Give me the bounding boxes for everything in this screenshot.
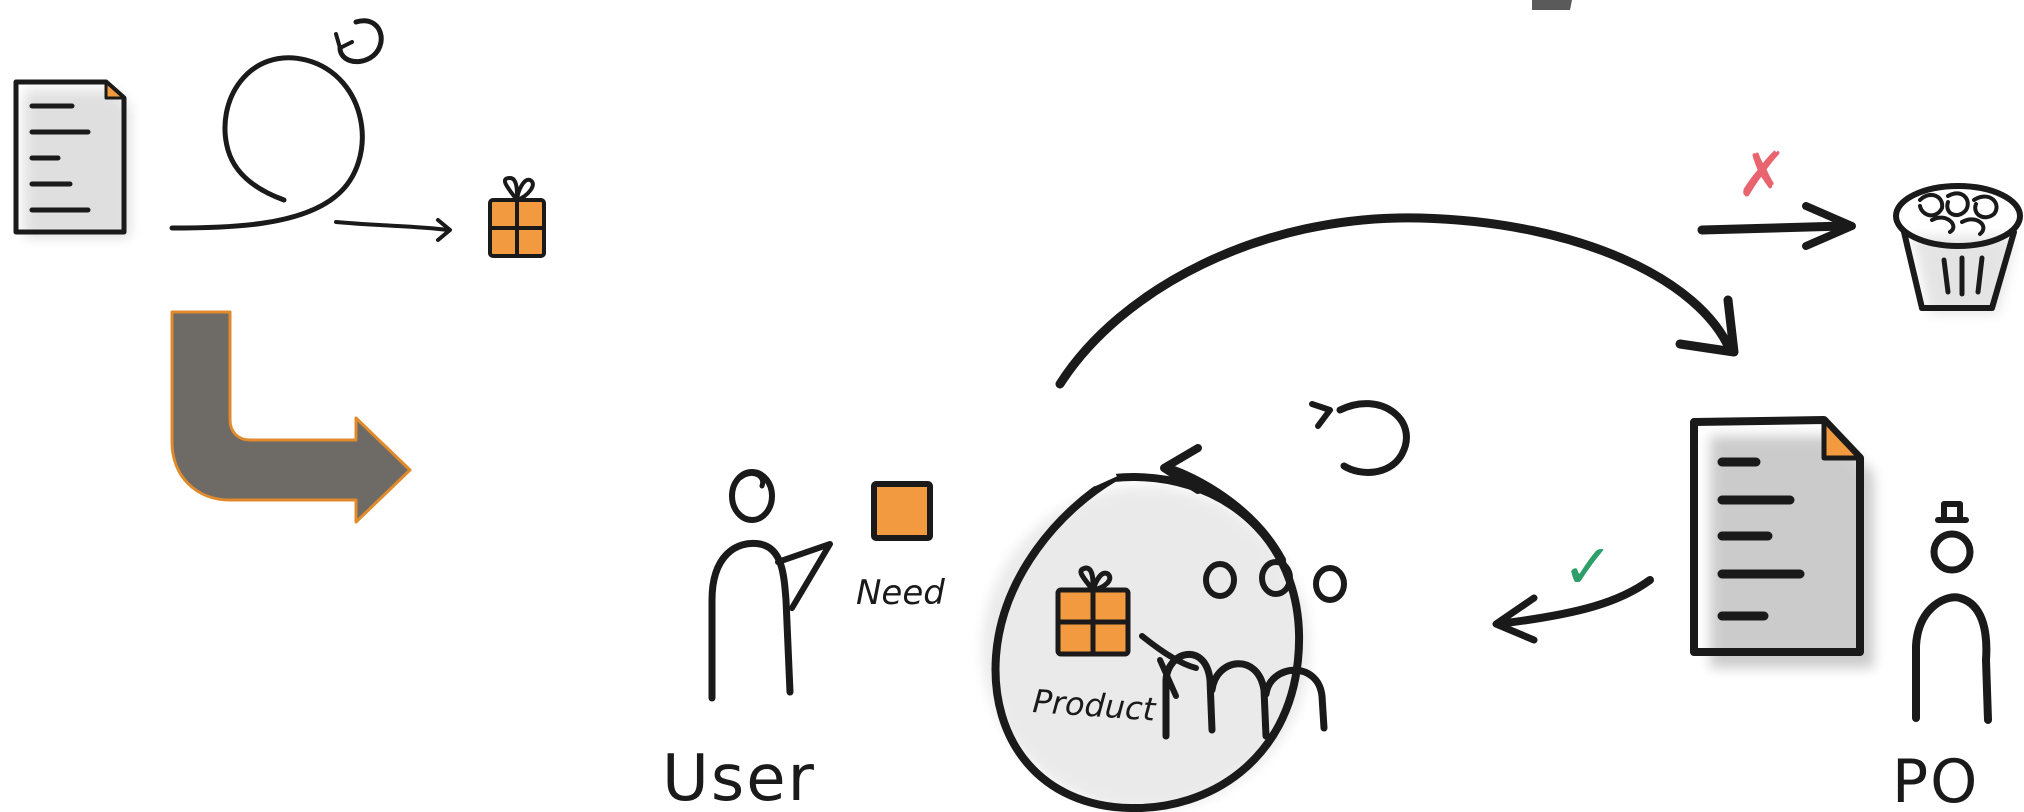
reject-mark: ✗ <box>1736 138 1788 211</box>
need-label: Need <box>856 573 945 613</box>
backlog-document-icon <box>1690 416 1874 668</box>
feedback-arc-arrow <box>1055 213 1739 389</box>
product-owner-figure-icon <box>1912 501 1992 724</box>
transition-arrow-icon <box>170 310 412 524</box>
product-gift-icon <box>1055 565 1131 657</box>
user-label: User <box>662 742 816 812</box>
document-icon <box>13 79 130 238</box>
iteration-loop-icon <box>169 18 452 242</box>
reject-arrow <box>1697 202 1856 250</box>
accept-mark: ✓ <box>1562 530 1614 603</box>
team-circle-icon <box>982 400 1410 812</box>
user-figure-icon <box>708 469 833 702</box>
need-box-icon <box>871 481 933 541</box>
gift-icon <box>488 176 546 258</box>
trash-bin-icon <box>1893 183 2023 314</box>
po-label: PO <box>1892 747 1979 812</box>
product-label: Product <box>1031 682 1158 729</box>
accept-arrow <box>1492 576 1654 644</box>
cropped-title-glyph <box>1532 0 1572 10</box>
